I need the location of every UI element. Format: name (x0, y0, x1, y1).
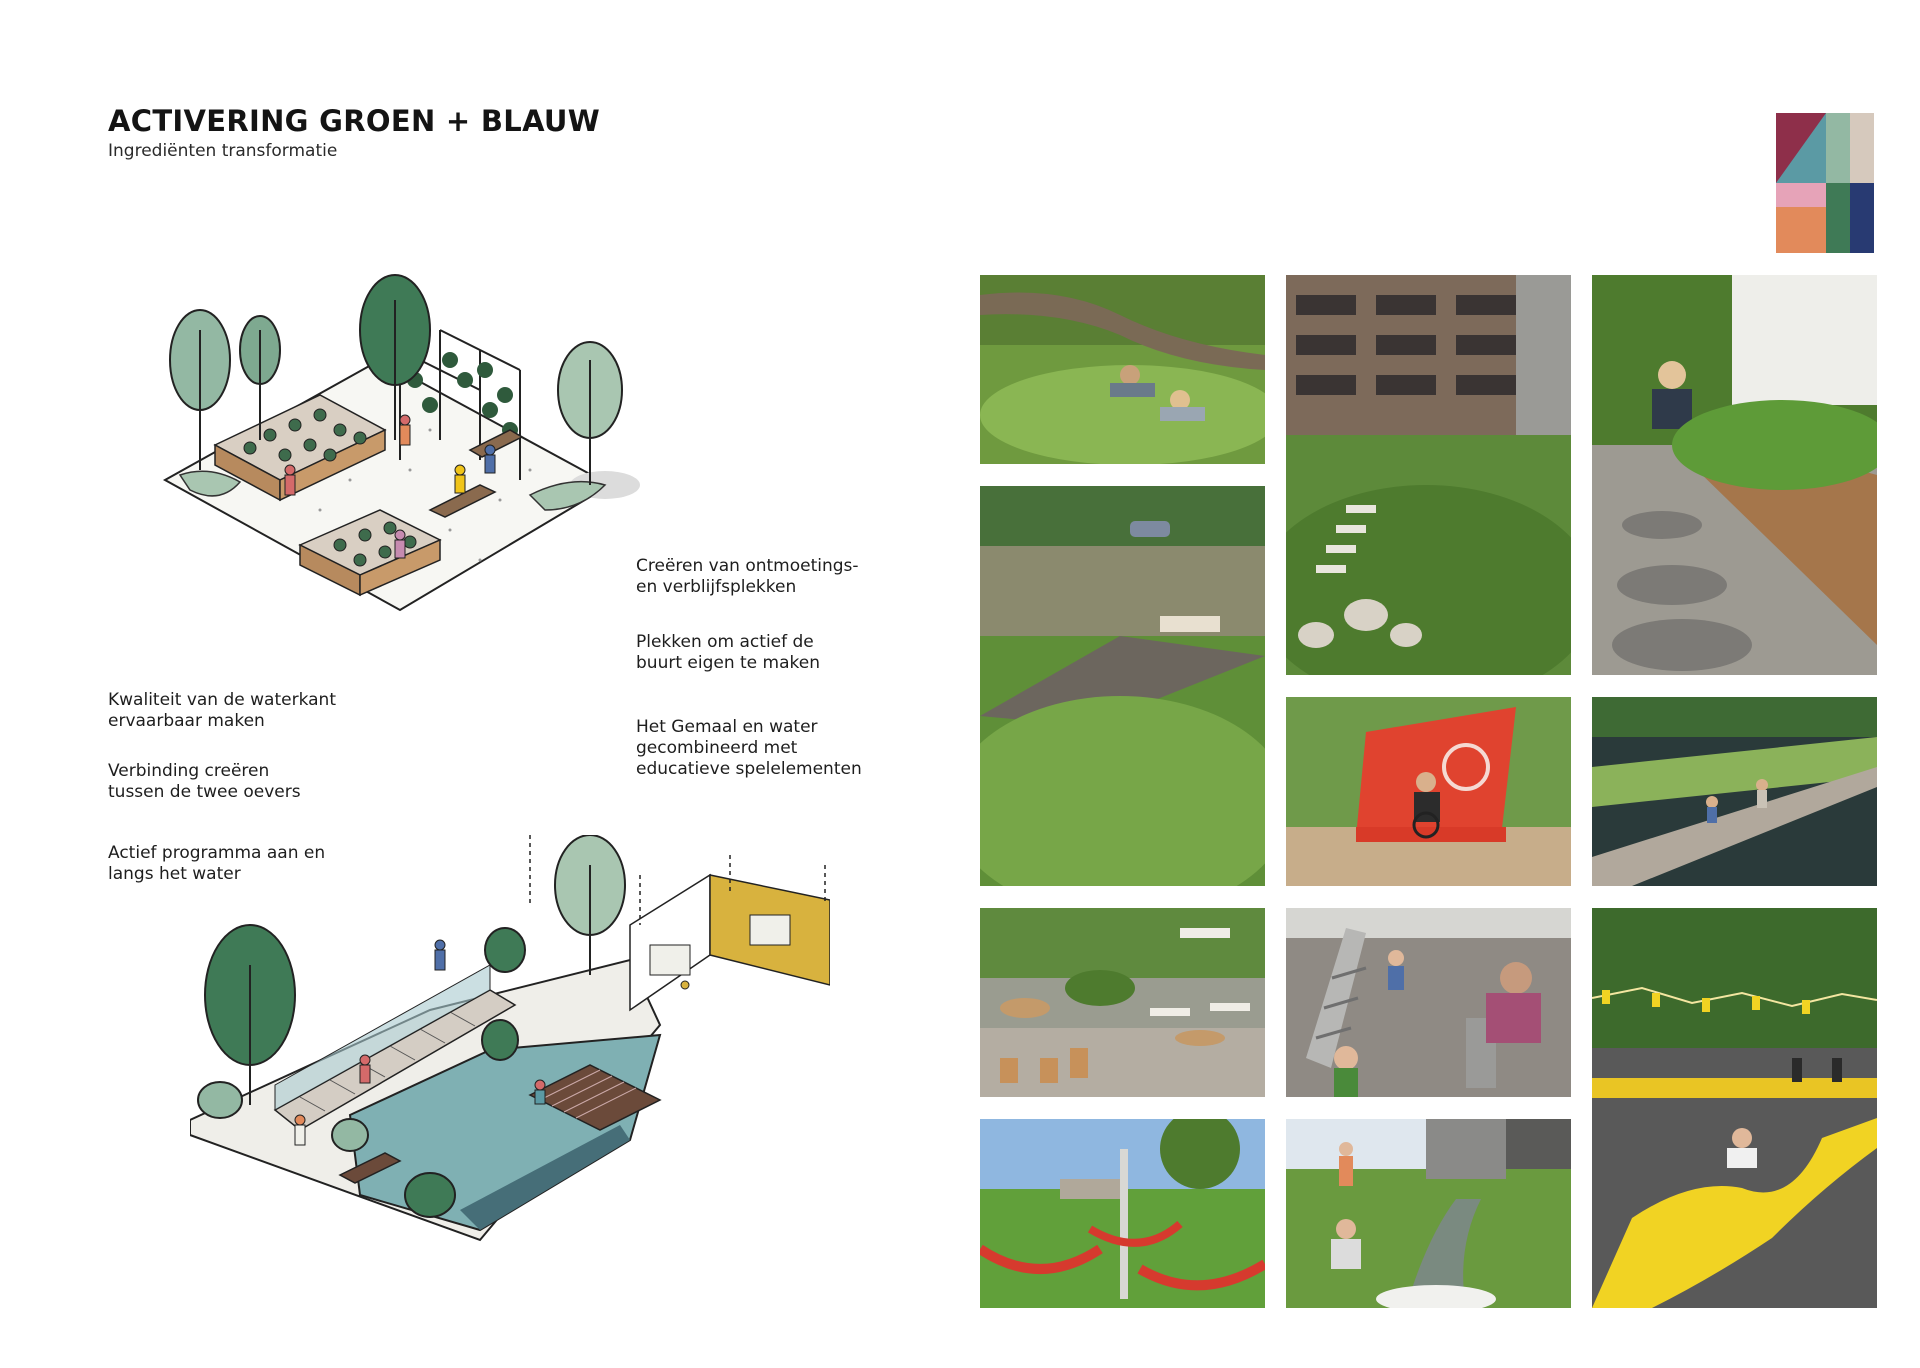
note-buurt-eigen: Plekken om actief de buurt eigen te make… (636, 632, 820, 673)
note-actief-programma: Actief programma aan en langs het water (108, 843, 326, 884)
photo-wooden-pier-pond (980, 486, 1265, 886)
page-subtitle: Ingrediënten transformatie (108, 141, 338, 161)
note-verbinding: Verbinding creëren tussen de twee oevers (108, 761, 301, 802)
photo-raised-garden-beds (1592, 275, 1877, 675)
illustration-community-garden (162, 274, 640, 612)
photo-residential-courtyard-garden (1286, 275, 1571, 675)
note-waterkant: Kwaliteit van de waterkant ervaarbaar ma… (108, 690, 336, 731)
photo-children-playing-stream (1286, 1119, 1571, 1308)
note-ontmoetingsplekken: Creëren van ontmoetings- en verblijfsple… (636, 556, 859, 597)
photo-water-play-archimedes-screw (1286, 908, 1571, 1097)
photo-children-climbing-tree (980, 275, 1265, 464)
photo-boardwalk-wetland (1592, 697, 1877, 886)
photo-garden-cafe-terrace (980, 908, 1265, 1097)
note-gemaal-water: Het Gemaal en water gecombineerd met edu… (636, 717, 862, 779)
photo-red-wheelchair-swing (1286, 697, 1571, 886)
page-title: ACTIVERING GROEN + BLAUW (108, 104, 601, 138)
photo-yellow-slide-terrace (1592, 908, 1877, 1308)
brand-logo-mosaic (1776, 113, 1874, 253)
illustration-waterfront-bridge (190, 835, 830, 1242)
photo-hammock-park (980, 1119, 1265, 1308)
